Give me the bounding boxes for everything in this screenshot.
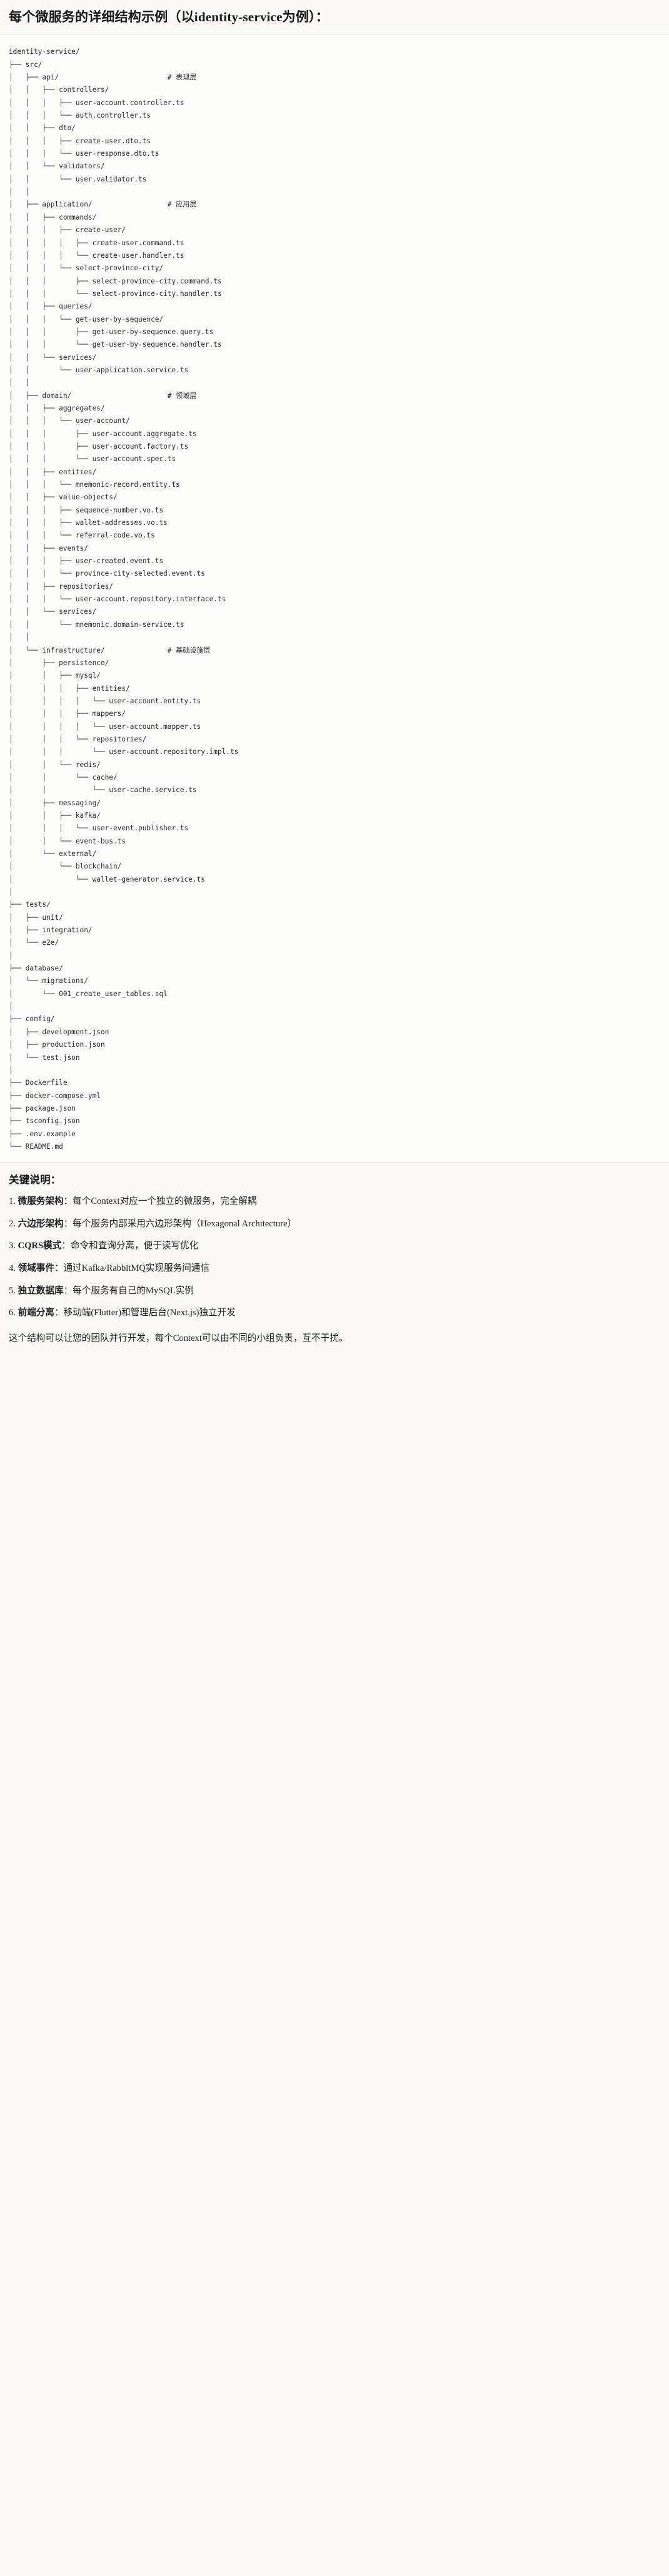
list-item: 领域事件：通过Kafka/RabbitMQ实现服务间通信 [9, 1261, 660, 1276]
key-notes-heading: 关键说明： [9, 1174, 61, 1186]
key-notes-list: 微服务架构：每个Context对应一个独立的微服务，完全解耦 六边形架构：每个服… [9, 1194, 660, 1320]
key-notes-footer: 这个结构可以让您的团队并行开发，每个Context可以由不同的小组负责，互不干扰… [9, 1333, 348, 1343]
page-title: 每个微服务的详细结构示例（以identity-service为例）： [9, 9, 329, 24]
key-notes-section: 关键说明： 微服务架构：每个Context对应一个独立的微服务，完全解耦 六边形… [0, 1163, 669, 1357]
list-item: 六边形架构：每个服务内部采用六边形架构（Hexagonal Architectu… [9, 1217, 660, 1231]
note-term: 独立数据库 [18, 1285, 64, 1296]
notes-divider [0, 1162, 669, 1163]
note-term: 前端分离 [18, 1308, 54, 1318]
directory-tree-block: identity-service/ ├── src/ │ ├── api/ # … [0, 34, 669, 1163]
note-term: CQRS模式 [18, 1241, 62, 1251]
note-desc: ：每个Context对应一个独立的微服务，完全解耦 [63, 1196, 257, 1207]
note-desc: ：通过Kafka/RabbitMQ实现服务间通信 [54, 1263, 210, 1274]
note-desc: ：命令和查询分离，便于读写优化 [61, 1241, 199, 1251]
list-item: 前端分离：移动端(Flutter)和管理后台(Next.js)独立开发 [9, 1306, 660, 1320]
list-item: CQRS模式：命令和查询分离，便于读写优化 [9, 1239, 660, 1253]
list-item: 微服务架构：每个Context对应一个独立的微服务，完全解耦 [9, 1194, 660, 1209]
directory-tree: identity-service/ ├── src/ │ ├── api/ # … [9, 48, 239, 1151]
note-desc: ：每个服务内部采用六边形架构（Hexagonal Architecture） [63, 1218, 297, 1229]
document-page: 每个微服务的详细结构示例（以identity-service为例）： ident… [0, 0, 669, 1357]
note-term: 六边形架构 [18, 1218, 64, 1229]
note-desc: ：移动端(Flutter)和管理后台(Next.js)独立开发 [54, 1308, 236, 1318]
note-term: 领域事件 [18, 1263, 54, 1274]
note-desc: ：每个服务有自己的MySQL实例 [63, 1285, 194, 1296]
note-term: 微服务架构 [18, 1196, 64, 1207]
list-item: 独立数据库：每个服务有自己的MySQL实例 [9, 1284, 660, 1298]
